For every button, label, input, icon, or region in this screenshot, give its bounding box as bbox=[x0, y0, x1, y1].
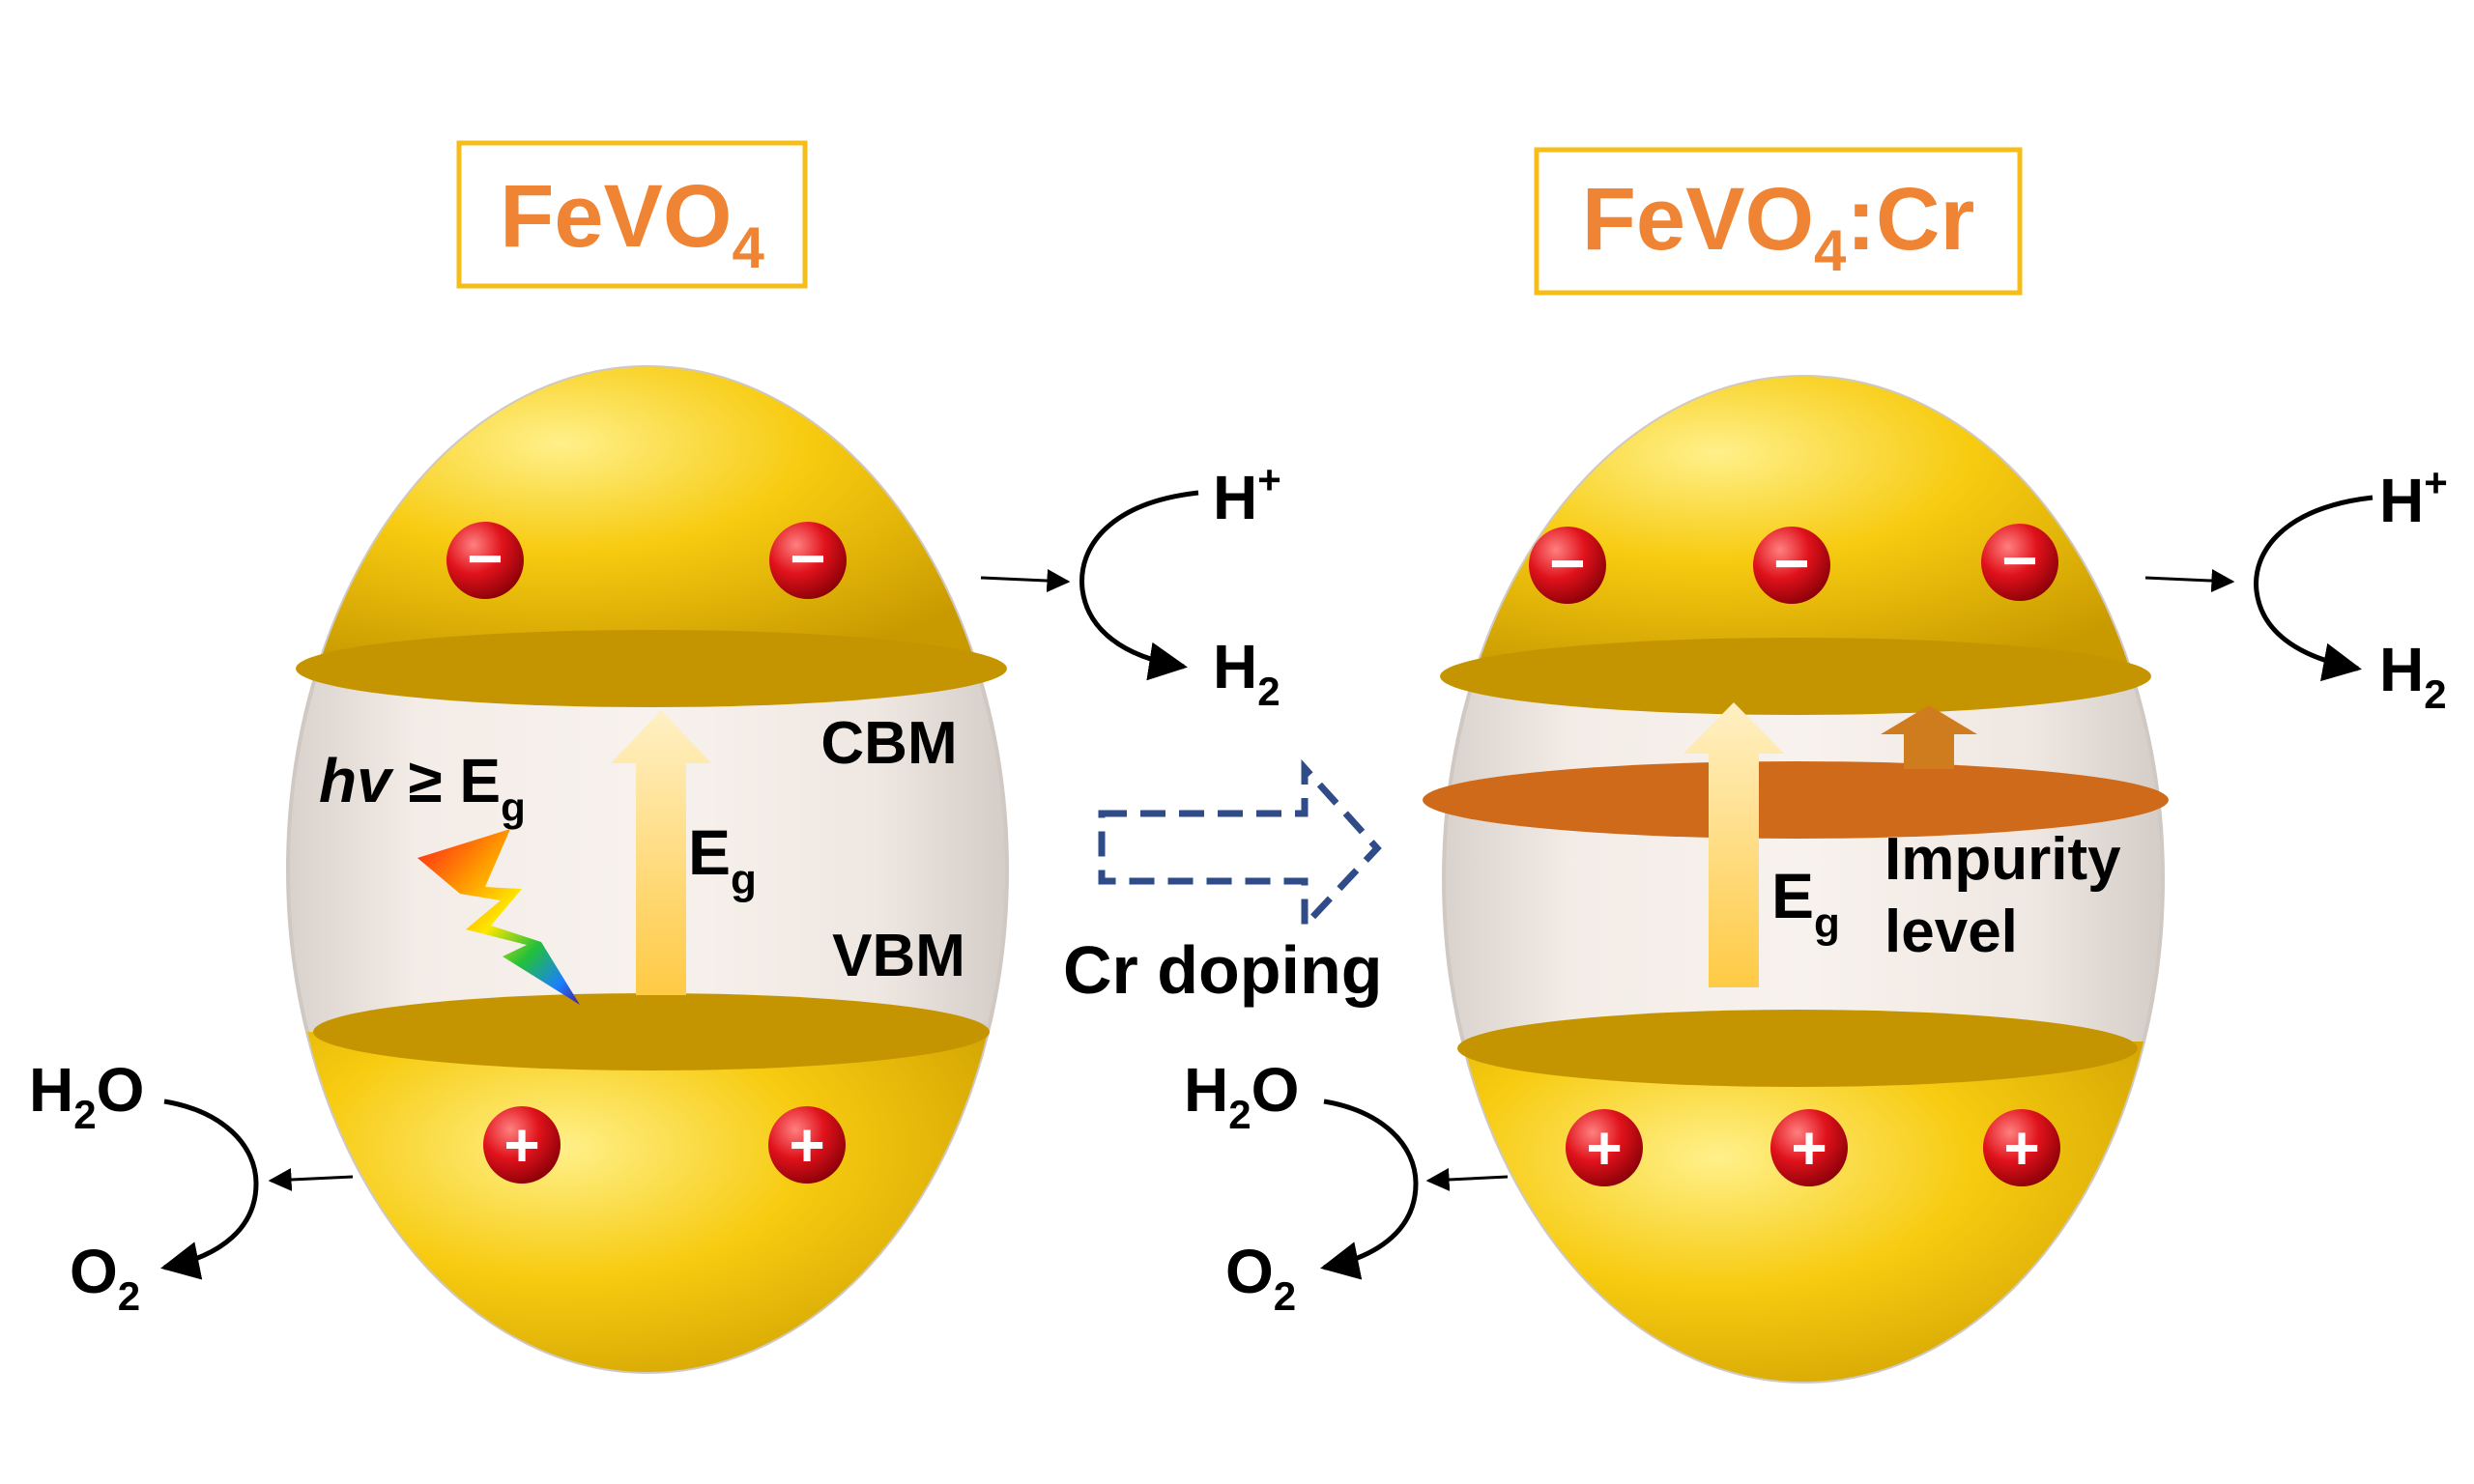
right-electron: − bbox=[1529, 527, 1606, 604]
svg-text:−: − bbox=[1549, 528, 1585, 598]
right-hole: + bbox=[1770, 1109, 1848, 1186]
light-energy-label: hv ≥ Eg bbox=[319, 746, 526, 830]
lightning-icon bbox=[417, 829, 580, 1005]
right-vbm-band bbox=[1457, 1010, 2138, 1087]
right-electron-transfer-arrow bbox=[2144, 569, 2235, 593]
right-reduction-product: H2 bbox=[2379, 635, 2447, 717]
doping-transition: Cr doping bbox=[1063, 758, 1382, 1008]
left-hole: + bbox=[768, 1106, 846, 1184]
right-electron: − bbox=[1753, 527, 1830, 604]
svg-text:+: + bbox=[1791, 1113, 1827, 1183]
right-cbm-band bbox=[1440, 638, 2151, 715]
right-title-box bbox=[1534, 147, 2023, 296]
svg-text:−: − bbox=[790, 524, 825, 593]
left-oxidation-product: O2 bbox=[70, 1237, 140, 1319]
right-reduction-reactant: H+ bbox=[2379, 460, 2448, 535]
vbm-label: VBM bbox=[832, 923, 965, 989]
right-electron: − bbox=[1981, 524, 2058, 601]
right-hole-transfer-arrow bbox=[1425, 1167, 1509, 1191]
right-impurity-band bbox=[1423, 761, 2169, 839]
left-electron: − bbox=[769, 522, 847, 599]
right-oxidation-reactant: H2O bbox=[1184, 1055, 1299, 1137]
left-vbm-band bbox=[313, 993, 990, 1070]
right-hole: + bbox=[1983, 1109, 2060, 1186]
right-title: FeVO4:Cr bbox=[1582, 170, 1975, 283]
left-eg-label: Eg bbox=[688, 816, 757, 903]
left-hole-transfer-arrow bbox=[268, 1167, 354, 1191]
svg-text:−: − bbox=[1773, 528, 1809, 598]
dashed-arrow-icon bbox=[1098, 758, 1382, 934]
left-oxidation-reactant: H2O bbox=[29, 1055, 144, 1137]
left-conduction-cap bbox=[288, 367, 1007, 667]
left-title-box bbox=[456, 140, 808, 289]
right-valence-cap bbox=[1444, 1042, 2163, 1382]
right-reduction-curve bbox=[2254, 495, 2373, 682]
left-hole: + bbox=[483, 1106, 561, 1184]
left-reduction-product: H2 bbox=[1213, 632, 1280, 714]
svg-text:−: − bbox=[2001, 526, 2037, 595]
doping-label: Cr doping bbox=[1063, 932, 1382, 1008]
left-reduction-reactant: H+ bbox=[1213, 457, 1281, 532]
left-title: FeVO4 bbox=[500, 167, 764, 280]
left-cbm-band bbox=[296, 630, 1007, 707]
left-eg-arrow bbox=[611, 710, 711, 995]
left-valence-cap bbox=[288, 1032, 1007, 1372]
left-oxidation-curve bbox=[160, 1099, 259, 1280]
left-electron-transfer-arrow bbox=[980, 569, 1071, 593]
right-conduction-cap bbox=[1444, 377, 2163, 676]
right-eg-label: Eg bbox=[1771, 860, 1840, 947]
left-panel: FeVO4 − − + + bbox=[29, 140, 1281, 1374]
left-reduction-curve bbox=[1079, 490, 1199, 681]
svg-text:+: + bbox=[789, 1110, 824, 1180]
svg-text:+: + bbox=[1586, 1113, 1622, 1183]
svg-text:+: + bbox=[503, 1110, 539, 1180]
impurity-arrow bbox=[1881, 705, 1977, 769]
right-oxidation-curve bbox=[1320, 1099, 1419, 1280]
right-panel: FeVO4:Cr − − − + bbox=[1184, 147, 2448, 1384]
right-eg-arrow bbox=[1683, 702, 1784, 987]
svg-text:−: − bbox=[467, 524, 503, 593]
svg-text:+: + bbox=[2003, 1113, 2039, 1183]
right-oxidation-product: O2 bbox=[1225, 1237, 1296, 1319]
right-hole: + bbox=[1566, 1109, 1643, 1186]
left-electron: − bbox=[446, 522, 524, 599]
cbm-label: CBM bbox=[820, 710, 957, 777]
